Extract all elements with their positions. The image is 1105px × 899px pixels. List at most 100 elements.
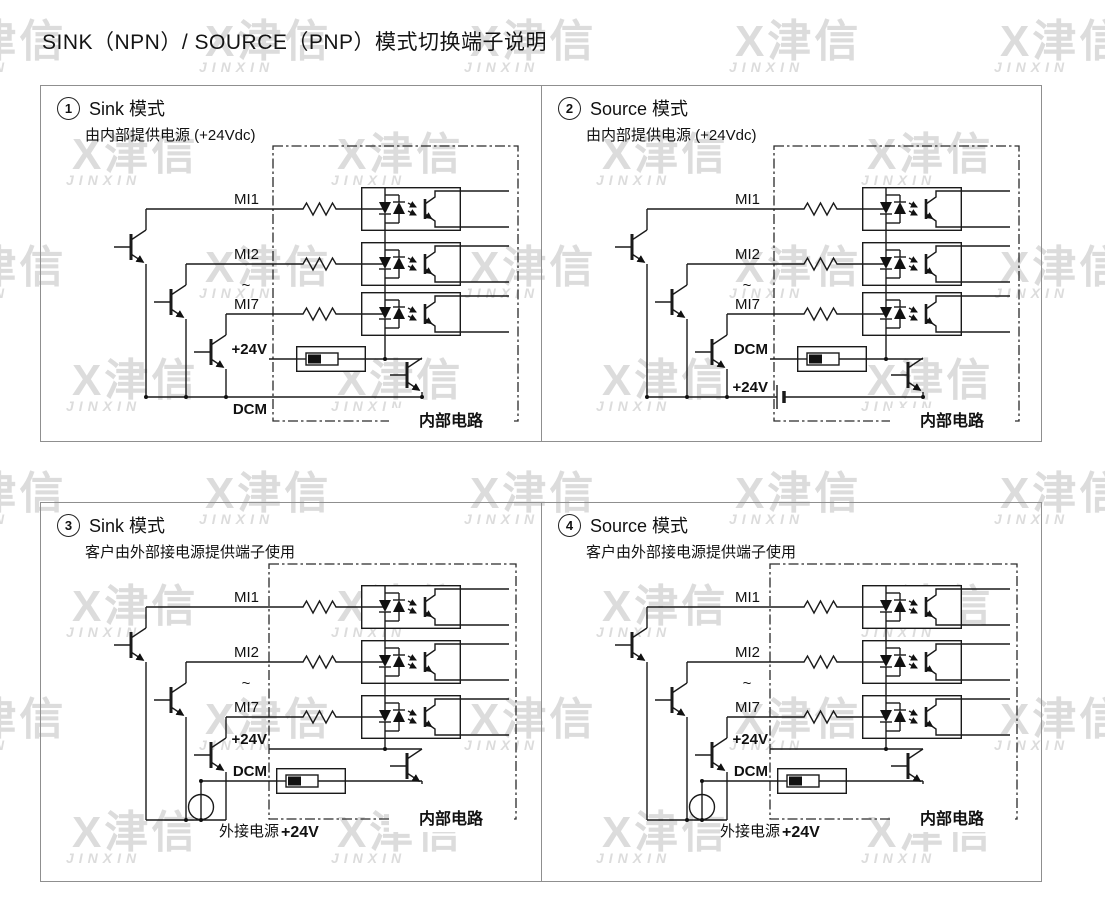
panel-subtitle: 客户由外部接电源提供端子使用 <box>586 544 797 561</box>
label-backplate <box>890 408 1015 434</box>
terminal-label-mi2: MI2 <box>735 246 760 263</box>
panel-3-sink-external: 3 Sink 模式 客户由外部接电源提供端子使用 <box>41 503 540 881</box>
terminal-label-mi2: MI2 <box>234 644 259 661</box>
rail-label-24v: +24V <box>733 379 768 396</box>
panel-title: Source 模式 <box>590 516 689 536</box>
optocoupler-icon <box>361 640 461 684</box>
diagram-box-internal-power: 1 Sink 模式 由内部提供电源 (+24Vdc) <box>40 85 1042 442</box>
circuit-diagram-sink-internal: MI1 MI2 ~ MI7 +24V DCM 内部电路 <box>41 145 519 434</box>
terminal-label-mi1: MI1 <box>234 191 259 208</box>
panel-4-source-external: 4 Source 模式 客户由外部接电源提供端子使用 <box>541 503 1041 881</box>
optocoupler-icon <box>361 187 461 231</box>
optocoupler-icon <box>862 585 962 629</box>
resistor-icon <box>797 710 843 724</box>
sink-source-switch-icon <box>295 346 367 372</box>
resistor-icon <box>797 257 843 271</box>
terminal-label-mi7: MI7 <box>234 296 259 313</box>
resistor-icon <box>296 307 342 321</box>
terminal-label-mi1: MI1 <box>234 589 259 606</box>
optocoupler-icon <box>361 695 461 739</box>
label-backplate <box>389 806 514 832</box>
panel-number-badge: 1 <box>57 96 80 120</box>
external-power-label: 外接电源 <box>720 823 780 840</box>
transistor-icon <box>114 230 146 262</box>
circuit-wiring <box>646 563 1018 821</box>
internal-circuit-label: 内部电路 <box>419 809 484 828</box>
external-power-label: 外接电源 <box>219 823 279 840</box>
rail-label-dcm: DCM <box>233 401 267 418</box>
panel-header: 2 Source 模式 <box>542 86 1041 121</box>
transistor-icon <box>154 285 186 317</box>
terminal-ellipsis: ~ <box>242 675 251 692</box>
internal-circuit-label: 内部电路 <box>419 411 484 430</box>
panel-1-sink-internal: 1 Sink 模式 由内部提供电源 (+24Vdc) <box>41 86 540 441</box>
rail-label-24v: +24V <box>733 731 768 748</box>
rail-label-dcm: DCM <box>233 763 267 780</box>
internal-circuit-label: 内部电路 <box>920 809 985 828</box>
resistor-icon <box>296 600 342 614</box>
transistor-icon <box>655 683 687 715</box>
circuit-diagram-source-internal: MI1 MI2 ~ MI7 DCM +24V 内部电路 <box>542 145 1020 434</box>
page-title: SINK（NPN）/ SOURCE（PNP）模式切换端子说明 <box>42 31 548 54</box>
resistor-icon <box>296 710 342 724</box>
diagram-box-external-power: 3 Sink 模式 客户由外部接电源提供端子使用 <box>40 502 1042 882</box>
panel-title: Source 模式 <box>590 99 689 119</box>
transistor-icon <box>114 628 146 660</box>
internal-circuit-label: 内部电路 <box>920 411 985 430</box>
transistor-icon <box>154 683 186 715</box>
external-power-source-icon <box>187 793 215 821</box>
transistor-icon <box>615 230 647 262</box>
transistor-icon <box>390 749 422 781</box>
label-backplate <box>890 806 1015 832</box>
terminal-label-mi7: MI7 <box>735 699 760 716</box>
terminal-label-mi7: MI7 <box>735 296 760 313</box>
panel-title: Sink 模式 <box>89 99 166 119</box>
panel-number-badge: 3 <box>57 513 80 537</box>
terminal-ellipsis: ~ <box>242 277 251 294</box>
panel-subtitle: 由内部提供电源 (+24Vdc) <box>85 127 256 144</box>
optocoupler-icon <box>361 242 461 286</box>
external-power-source-icon <box>688 793 716 821</box>
optocoupler-icon <box>862 187 962 231</box>
circuit-diagram-sink-external: MI1 MI2 ~ MI7 +24V DCM 内部电路 外接电源 +24V <box>41 563 517 841</box>
resistor-icon <box>797 202 843 216</box>
resistor-icon <box>797 655 843 669</box>
external-power-voltage: +24V <box>281 824 319 841</box>
optocoupler-icon <box>862 292 962 336</box>
resistor-icon <box>797 307 843 321</box>
optocoupler-icon <box>361 585 461 629</box>
transistor-icon <box>891 358 923 390</box>
transistor-icon <box>194 738 226 770</box>
battery-icon <box>776 385 786 409</box>
sink-source-switch-icon <box>776 768 848 794</box>
terminal-label-mi1: MI1 <box>735 589 760 606</box>
terminal-label-mi2: MI2 <box>234 246 259 263</box>
rail-label-24v: +24V <box>232 731 267 748</box>
optocoupler-icon <box>361 292 461 336</box>
terminal-label-mi7: MI7 <box>234 699 259 716</box>
optocoupler-icon <box>862 695 962 739</box>
terminal-ellipsis: ~ <box>743 675 752 692</box>
transistor-icon <box>615 628 647 660</box>
terminal-label-mi1: MI1 <box>735 191 760 208</box>
transistor-icon <box>891 749 923 781</box>
rail-label-24v: +24V <box>232 341 267 358</box>
resistor-icon <box>797 600 843 614</box>
label-backplate <box>389 408 514 434</box>
circuit-wiring <box>145 145 519 422</box>
transistor-icon <box>655 285 687 317</box>
transistor-icon <box>194 335 226 367</box>
external-power-voltage: +24V <box>782 824 820 841</box>
circuit-diagram-source-external: MI1 MI2 ~ MI7 +24V DCM 内部电路 外接电源 +24V <box>542 563 1018 841</box>
resistor-icon <box>296 202 342 216</box>
resistor-icon <box>296 257 342 271</box>
sink-source-switch-icon <box>275 768 347 794</box>
optocoupler-icon <box>862 640 962 684</box>
panel-number-badge: 4 <box>558 513 581 537</box>
panel-header: 1 Sink 模式 <box>41 86 540 121</box>
transistor-icon <box>695 738 727 770</box>
panel-number-badge: 2 <box>558 96 581 120</box>
sink-source-switch-icon <box>796 346 868 372</box>
circuit-wiring <box>646 145 1020 422</box>
transistor-icon <box>695 335 727 367</box>
